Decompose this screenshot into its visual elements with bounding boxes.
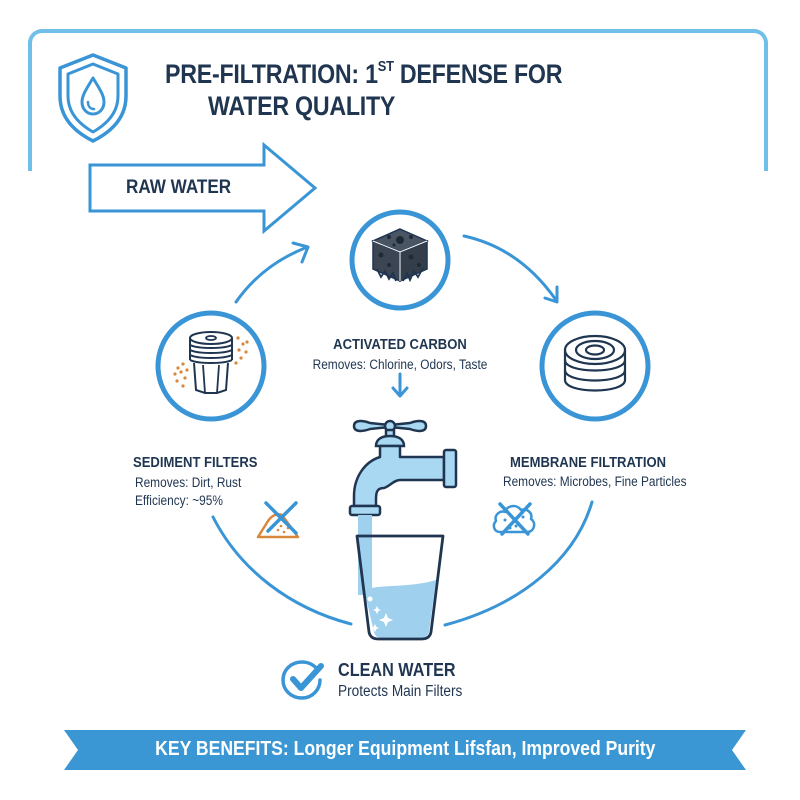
sediment-removes: Removes: Dirt, Rust (135, 475, 242, 490)
sediment-title: SEDIMENT FILTERS (133, 455, 258, 471)
header-frame (28, 29, 768, 171)
shield-water-drop-icon (58, 53, 128, 143)
benefits-banner-ribbon (64, 730, 746, 770)
membrane-removes: Removes: Microbes, Fine Particles (503, 474, 687, 489)
raw-water-label: RAW WATER (126, 177, 232, 198)
no-microbes-icon (492, 502, 536, 536)
membrane-title: MEMBRANE FILTRATION (510, 455, 667, 471)
clean-water-subtitle: Protects Main Filters (338, 683, 463, 700)
raw-water-arrow-icon (88, 141, 318, 235)
page-title: PRE-FILTRATION: 1ST DEFENSE FOR WATER QU… (165, 58, 562, 122)
title-superscript: ST (377, 58, 394, 75)
benefits-text: KEY BENEFITS: Longer Equipment Lifsfan, … (154, 737, 656, 760)
carbon-title: ACTIVATED CARBON (333, 337, 467, 353)
title-line2: WATER QUALITY (208, 91, 396, 121)
carbon-block-icon (349, 209, 451, 311)
sediment-cartridge-icon (155, 310, 267, 422)
title-line1-prefix: PRE-FILTRATION: 1 (165, 59, 378, 89)
clean-water-title: CLEAN WATER (338, 660, 456, 680)
carbon-removes: Removes: Chlorine, Odors, Taste (312, 357, 488, 372)
sediment-efficiency: Efficiency: ~95% (135, 493, 223, 508)
membrane-stack-icon (539, 310, 651, 422)
title-line1-suffix: DEFENSE FOR (393, 59, 563, 89)
check-circle-icon (281, 660, 324, 700)
faucet-glass-icon (348, 419, 458, 641)
benefits-banner-text: KEY BENEFITS: Longer Equipment Lifsfan, … (65, 729, 745, 769)
no-sand-icon (256, 501, 300, 539)
